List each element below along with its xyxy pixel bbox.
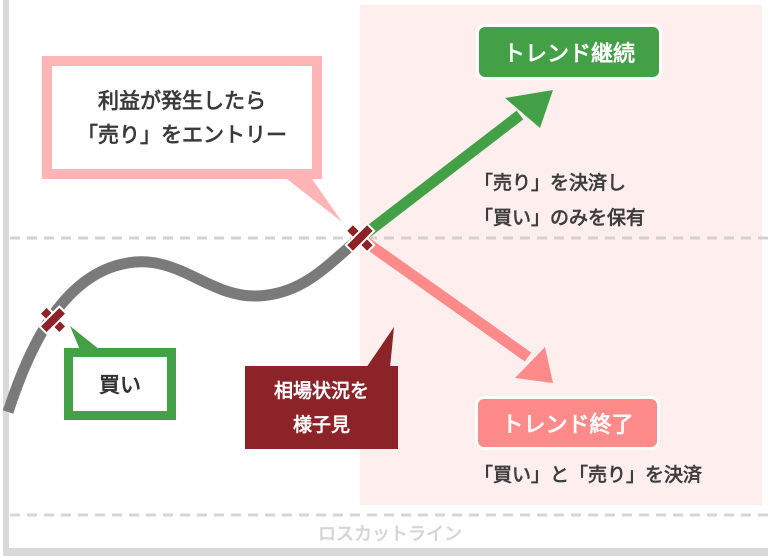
watch-box-tail xyxy=(366,327,394,368)
buy-point-cross-icon xyxy=(38,305,68,335)
callout-line2: 「売り」をエントリー xyxy=(77,122,287,147)
callout-tail xyxy=(283,176,342,222)
bottom-axis xyxy=(3,548,768,556)
watch-line1: 相場状況を xyxy=(273,379,369,402)
buy-label: 買い xyxy=(99,373,141,397)
trend-continue-desc1: 「売り」を決済し xyxy=(474,172,627,194)
trend-end-arrow-shaft xyxy=(356,233,532,362)
trend-continue-arrow-shaft xyxy=(356,110,524,243)
trend-continue-label: トレンド継続 xyxy=(502,42,635,67)
price-curve xyxy=(2,233,364,414)
trend-continue-arrowhead xyxy=(505,90,553,128)
trend-continue-desc2: 「買い」のみを保有 xyxy=(474,207,646,229)
callout-line1: 利益が発生したら xyxy=(98,88,266,113)
trend-end-badge: トレンド終了 xyxy=(475,396,660,450)
losscut-label: ロスカットライン xyxy=(318,524,462,545)
trend-end-arrowhead xyxy=(515,347,553,383)
sell-entry-cross-icon xyxy=(344,222,376,254)
trend-end-desc: 「買い」と「売り」を決済 xyxy=(474,464,703,486)
buy-box-tail xyxy=(70,326,100,350)
watch-market-box: 相場状況を 様子見 xyxy=(245,366,398,449)
buy-label-box: 買い xyxy=(64,348,176,420)
trend-end-label: トレンド終了 xyxy=(501,413,634,438)
trend-continue-badge: トレンド継続 xyxy=(476,24,662,80)
left-axis xyxy=(3,0,9,556)
sell-entry-callout: 利益が発生したら 「売り」をエントリー xyxy=(42,56,322,179)
watch-line2: 様子見 xyxy=(292,413,350,436)
